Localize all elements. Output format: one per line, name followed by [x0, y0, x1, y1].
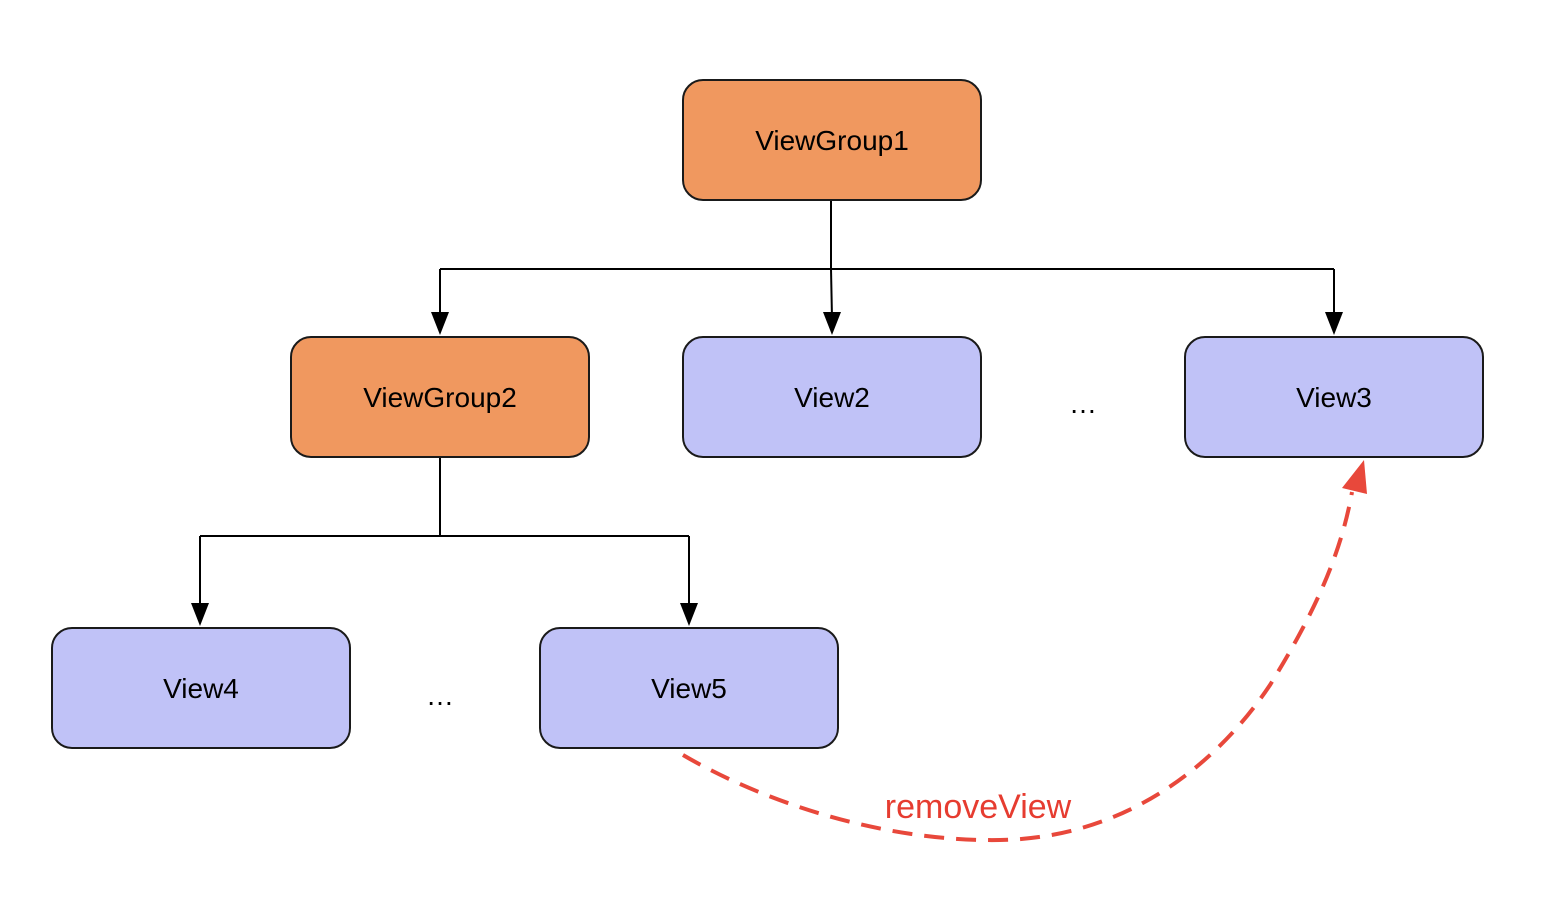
- node-viewgroup1[interactable]: ViewGroup1: [682, 79, 982, 201]
- node-viewgroup2-label: ViewGroup2: [363, 382, 517, 413]
- arrow-head-view3: [1325, 312, 1343, 335]
- edges-viewgroup2: [191, 458, 698, 626]
- node-view5-label: View5: [651, 673, 727, 704]
- arrow-head-view4: [191, 603, 209, 626]
- node-viewgroup2[interactable]: ViewGroup2: [290, 336, 590, 458]
- node-view5[interactable]: View5: [539, 627, 839, 749]
- ellipsis-level2: …: [426, 680, 454, 711]
- node-viewgroup1-label: ViewGroup1: [755, 125, 909, 156]
- arrow-head-view2: [823, 312, 841, 335]
- edge-to-view2: [830, 268, 833, 319]
- ellipsis-level1: …: [1069, 388, 1097, 419]
- remove-view-arrow: removeView: [681, 460, 1367, 843]
- arrow-head-viewgroup2: [431, 312, 449, 335]
- remove-view-curve: [681, 491, 1354, 843]
- remove-view-label: removeView: [885, 788, 1072, 826]
- arrow-head-view5: [680, 603, 698, 626]
- node-view3-label: View3: [1296, 382, 1372, 413]
- node-view3[interactable]: View3: [1184, 336, 1484, 458]
- node-view2-label: View2: [794, 382, 870, 413]
- node-view2[interactable]: View2: [682, 336, 982, 458]
- remove-view-arrow-head: [1342, 460, 1367, 494]
- edges-viewgroup1: [431, 201, 1343, 335]
- node-view4-label: View4: [163, 673, 239, 704]
- node-view4[interactable]: View4: [51, 627, 351, 749]
